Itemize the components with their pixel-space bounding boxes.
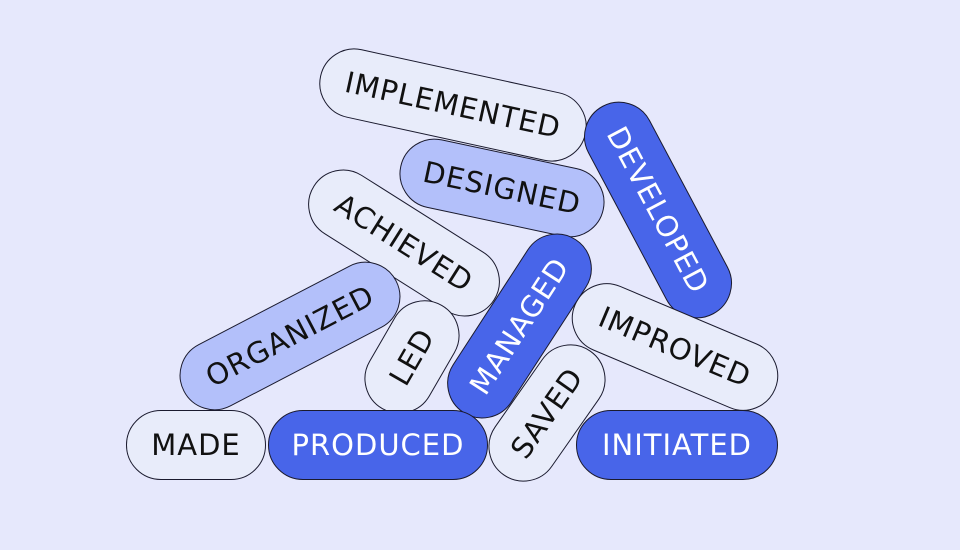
pill-label: PRODUCED bbox=[291, 428, 465, 462]
pill-label: IMPROVED bbox=[593, 299, 757, 395]
pill-label: IMPLEMENTED bbox=[341, 64, 565, 146]
pill-made: MADE bbox=[126, 410, 266, 480]
pill-initiated: INITIATED bbox=[576, 410, 778, 480]
pill-label: DESIGNED bbox=[419, 154, 585, 222]
pill-label: MADE bbox=[151, 428, 241, 462]
pill-label: ORGANIZED bbox=[200, 278, 380, 394]
pill-label: LED bbox=[382, 322, 442, 392]
pill-label: INITIATED bbox=[601, 428, 753, 462]
pill-produced: PRODUCED bbox=[268, 410, 488, 480]
pill-label: DEVELOPED bbox=[599, 120, 717, 300]
